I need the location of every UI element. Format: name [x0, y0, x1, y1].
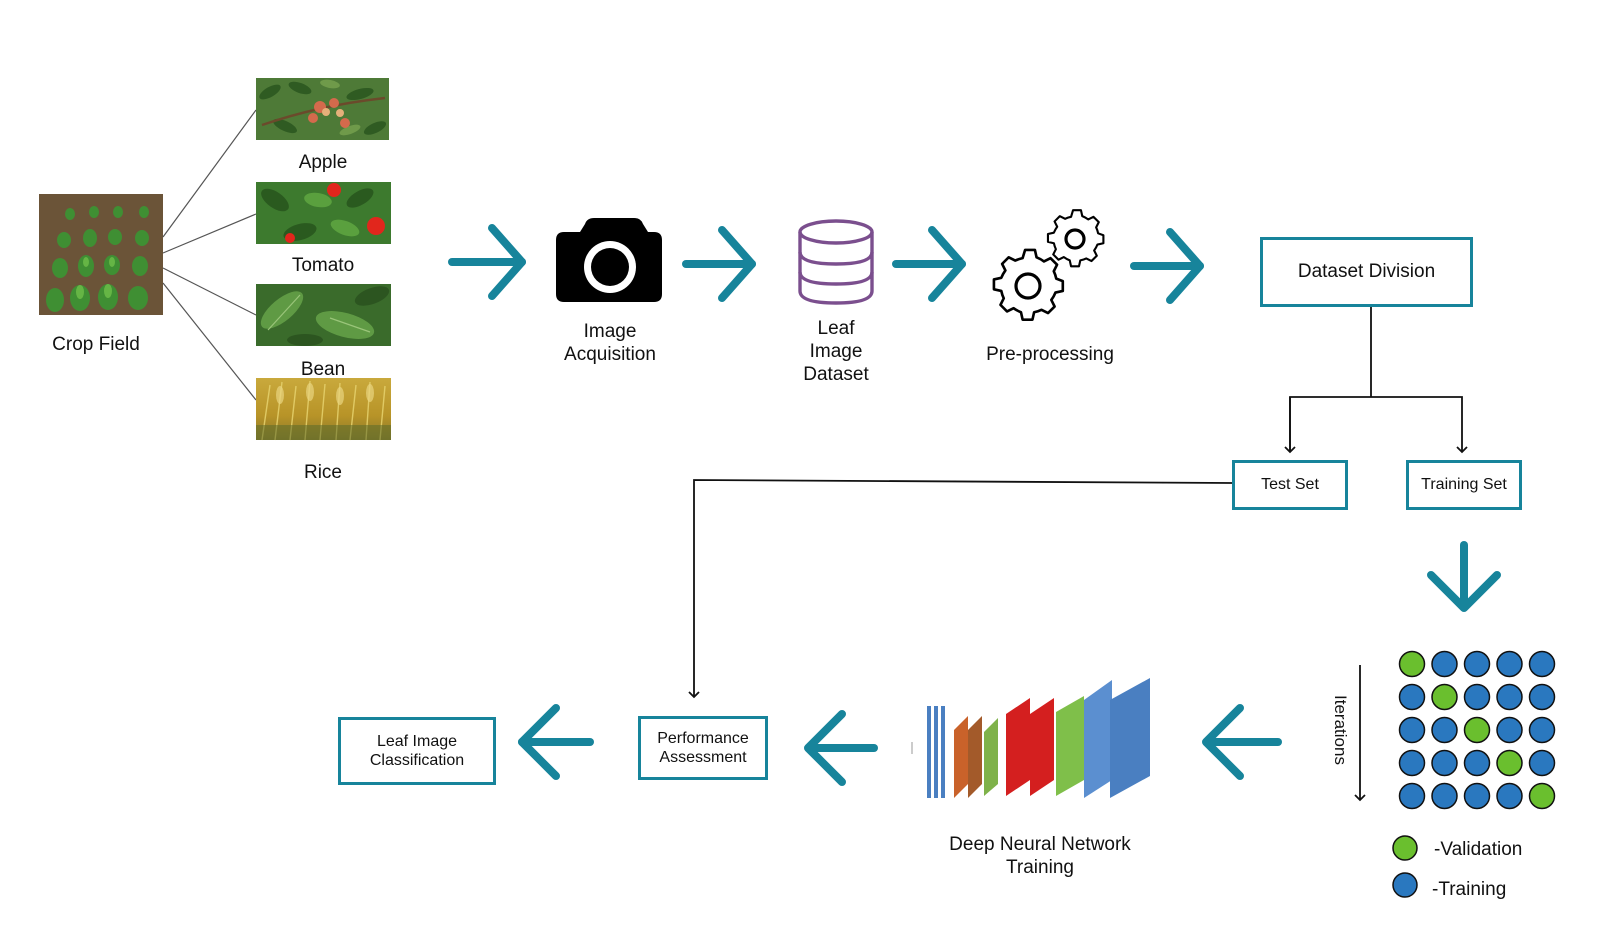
validation-dot [1528, 782, 1556, 810]
training-set-box: Training Set [1406, 460, 1522, 510]
arrow-right-icon [448, 224, 526, 300]
legend-training-dot [1392, 872, 1418, 898]
image-acquisition-line1: Image [583, 321, 637, 342]
dnn-line2: Training [1006, 857, 1074, 878]
training-dot [1431, 782, 1458, 810]
arrow-right-icon [1130, 228, 1204, 304]
arrow-left-icon [804, 710, 878, 786]
flow-arrows-bottom [518, 704, 1282, 786]
training-dot [1463, 782, 1491, 810]
arrow-left-icon [1202, 704, 1282, 780]
training-dot [1496, 716, 1523, 744]
rice-label: Rice [303, 462, 342, 483]
image-acquisition-line2: Acquisition [564, 344, 656, 365]
training-dot [1528, 683, 1556, 711]
test-set-label: Test Set [1261, 476, 1319, 493]
arrow-right-icon [892, 226, 966, 302]
training-dot [1398, 683, 1426, 711]
leaf-dataset-line2: Image [809, 341, 863, 362]
training-dot [1463, 749, 1491, 777]
leaf-classification-box: Leaf Image Classification [338, 717, 496, 785]
training-dot [1496, 683, 1523, 711]
leaf-dataset-label: Leaf Image Dataset [776, 317, 896, 386]
crop-connectors [162, 109, 257, 401]
dnn-line1: Deep Neural Network [949, 834, 1131, 855]
crop-field-label: Crop Field [52, 334, 140, 355]
validation-dot [1496, 749, 1523, 777]
training-dot [1463, 650, 1491, 678]
performance-assessment-box: Performance Assessment [638, 716, 768, 780]
validation-dot [1463, 716, 1491, 744]
training-dot [1528, 749, 1556, 777]
tomato-leaf-photo [256, 182, 391, 244]
bean-leaf-photo [256, 284, 391, 346]
training-dot [1398, 782, 1426, 810]
training-dot [1528, 650, 1556, 678]
training-dot [1463, 683, 1491, 711]
legend-validation-dot [1392, 835, 1418, 861]
validation-dot [1398, 650, 1426, 678]
training-dot [1496, 650, 1523, 678]
gears-icon [992, 209, 1105, 321]
training-dot [1398, 716, 1426, 744]
apple-leaf-photo [256, 78, 389, 140]
arrow-right-icon [682, 226, 756, 302]
test-set-box: Test Set [1232, 460, 1348, 510]
arrow-left-icon [518, 704, 594, 780]
training-set-label: Training Set [1421, 476, 1507, 493]
legend-validation-label: -Validation [1434, 839, 1523, 860]
crop-field-photo [39, 194, 163, 315]
legend-training-label: -Training [1432, 879, 1507, 900]
performance-line1: Performance [657, 730, 749, 747]
image-acquisition-label: Image Acquisition [540, 320, 680, 366]
apple-label: Apple [298, 152, 348, 173]
leaf-dataset-line3: Dataset [803, 364, 869, 385]
flow-arrows-top [448, 224, 1204, 304]
arrow-down-icon [1427, 541, 1501, 612]
training-dot [1431, 716, 1458, 744]
performance-line2: Assessment [659, 749, 747, 766]
dataset-division-box: Dataset Division [1260, 237, 1473, 307]
database-icon [798, 219, 874, 305]
dnn-training-label: Deep Neural Network Training [930, 833, 1150, 879]
tomato-label: Tomato [291, 255, 355, 276]
training-dot [1431, 749, 1458, 777]
leaf-dataset-line1: Leaf [817, 318, 855, 339]
training-dot [1528, 716, 1556, 744]
iterations-label: Iterations [1331, 695, 1350, 765]
training-dot [1398, 749, 1426, 777]
training-dot [1496, 782, 1523, 810]
classification-line1: Leaf Image [376, 733, 458, 750]
neural-network-icon [911, 678, 1150, 798]
validation-dot [1431, 683, 1458, 711]
preprocessing-label: Pre-processing [986, 344, 1114, 365]
dataset-division-label: Dataset Division [1297, 261, 1436, 282]
rice-field-photo [256, 378, 391, 441]
cross-validation-grid [1398, 650, 1556, 810]
camera-icon [556, 218, 662, 302]
bean-label: Bean [300, 359, 346, 380]
training-dot [1431, 650, 1458, 678]
classification-line2: Classification [369, 752, 465, 769]
division-connectors [688, 307, 1468, 802]
